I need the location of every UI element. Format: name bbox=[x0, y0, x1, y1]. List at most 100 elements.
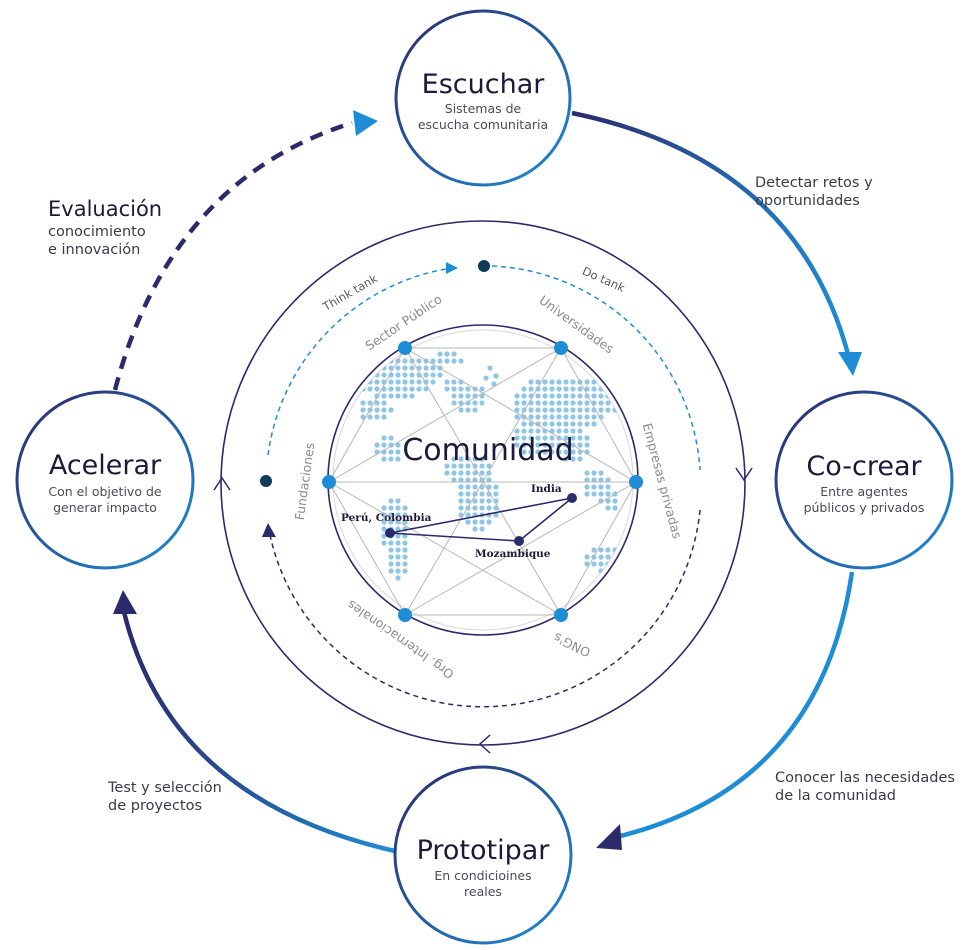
map-dot bbox=[521, 393, 527, 399]
evaluacion-title: Evaluación bbox=[48, 197, 162, 221]
map-dot bbox=[458, 407, 464, 413]
sector-node-sector-publico[interactable] bbox=[398, 341, 412, 355]
map-dot bbox=[437, 358, 443, 364]
stage-cocrear-subtitle-2: públicos y privados bbox=[804, 500, 925, 515]
map-dot bbox=[549, 379, 555, 385]
stage-acelerar[interactable]: Acelerar Con el objetivo de generar impa… bbox=[15, 390, 195, 570]
map-dot bbox=[374, 379, 380, 385]
sector-node-empresas-privadas[interactable] bbox=[629, 475, 643, 489]
map-dot bbox=[472, 456, 478, 462]
map-dot bbox=[584, 477, 590, 483]
map-dot bbox=[514, 442, 520, 448]
map-dot bbox=[577, 428, 583, 434]
map-dot bbox=[542, 407, 548, 413]
label-test-line-1: Test y selección bbox=[107, 780, 222, 796]
map-dot bbox=[395, 365, 401, 371]
map-dot bbox=[402, 386, 408, 392]
stage-escuchar[interactable]: Escuchar Sistemas de escucha comunitaria bbox=[394, 9, 572, 187]
map-dot bbox=[465, 498, 471, 504]
sector-node-fundaciones[interactable] bbox=[322, 475, 336, 489]
map-dot bbox=[598, 498, 604, 504]
map-dot bbox=[584, 421, 590, 427]
map-dot bbox=[591, 484, 597, 490]
map-dot bbox=[542, 400, 548, 406]
stage-cocrear-title: Co-crear bbox=[806, 451, 922, 482]
map-dot bbox=[479, 470, 485, 476]
map-dot bbox=[451, 386, 457, 392]
map-dot bbox=[605, 379, 611, 385]
map-dot bbox=[605, 484, 611, 490]
sector-node-ongs[interactable] bbox=[554, 608, 568, 622]
map-dot bbox=[535, 435, 541, 441]
map-dot bbox=[374, 414, 380, 420]
map-dot bbox=[563, 456, 569, 462]
map-dot bbox=[612, 498, 618, 504]
map-dot bbox=[591, 379, 597, 385]
place-node-peru-colombia[interactable] bbox=[385, 528, 395, 538]
label-detectar-line-1: Detectar retos y bbox=[755, 175, 873, 191]
map-dot bbox=[542, 421, 548, 427]
stage-cocrear[interactable]: Co-crear Entre agentes públicos y privad… bbox=[774, 390, 954, 570]
map-dot bbox=[416, 379, 422, 385]
map-dot bbox=[402, 358, 408, 364]
map-dot bbox=[381, 505, 387, 511]
map-dot bbox=[619, 400, 625, 406]
map-dot bbox=[493, 491, 499, 497]
map-dot bbox=[402, 568, 408, 574]
map-dot bbox=[395, 456, 401, 462]
map-dot bbox=[388, 568, 394, 574]
map-dot bbox=[493, 512, 499, 518]
map-dot bbox=[458, 491, 464, 497]
map-dot bbox=[388, 407, 394, 413]
map-dot bbox=[465, 512, 471, 518]
think-tank-arrow-bottom-icon bbox=[262, 523, 276, 537]
map-dot bbox=[423, 379, 429, 385]
map-dot bbox=[514, 393, 520, 399]
map-dot bbox=[514, 414, 520, 420]
sector-node-universidades[interactable] bbox=[554, 341, 568, 355]
map-dot bbox=[451, 358, 457, 364]
map-dot bbox=[402, 505, 408, 511]
place-node-india[interactable] bbox=[567, 493, 577, 503]
map-dot bbox=[465, 470, 471, 476]
map-dot bbox=[395, 449, 401, 455]
map-dot bbox=[570, 456, 576, 462]
map-dot bbox=[563, 407, 569, 413]
map-dot bbox=[381, 400, 387, 406]
map-dot bbox=[472, 477, 478, 483]
map-dot bbox=[605, 491, 611, 497]
map-dot bbox=[542, 386, 548, 392]
map-dot bbox=[584, 470, 590, 476]
ring-chevron-right-icon bbox=[735, 467, 753, 482]
map-dot bbox=[444, 463, 450, 469]
map-dot bbox=[458, 400, 464, 406]
map-dot bbox=[416, 386, 422, 392]
map-dot bbox=[479, 491, 485, 497]
map-dot bbox=[479, 400, 485, 406]
map-dot bbox=[521, 400, 527, 406]
map-dot bbox=[388, 386, 394, 392]
map-dot bbox=[535, 421, 541, 427]
do-tank-start-dot bbox=[478, 260, 490, 272]
sector-node-org-internacionales[interactable] bbox=[398, 608, 412, 622]
map-dot bbox=[577, 400, 583, 406]
map-dot bbox=[409, 379, 415, 385]
map-dot bbox=[528, 449, 534, 455]
map-dot bbox=[486, 477, 492, 483]
map-dot bbox=[584, 407, 590, 413]
map-dot bbox=[437, 372, 443, 378]
map-dot bbox=[577, 407, 583, 413]
stage-prototipar[interactable]: Prototipar En condicioines reales bbox=[393, 765, 573, 945]
place-node-mozambique[interactable] bbox=[514, 536, 524, 546]
stage-prototipar-title: Prototipar bbox=[417, 835, 551, 866]
map-dot bbox=[388, 505, 394, 511]
arrow-head-cocrear-icon bbox=[838, 352, 862, 376]
map-dot bbox=[381, 540, 387, 546]
ring-chevron-left-icon bbox=[213, 476, 231, 491]
map-dot bbox=[451, 393, 457, 399]
map-dot bbox=[458, 386, 464, 392]
map-dot bbox=[521, 442, 527, 448]
map-dot bbox=[556, 386, 562, 392]
map-dot bbox=[591, 547, 597, 553]
